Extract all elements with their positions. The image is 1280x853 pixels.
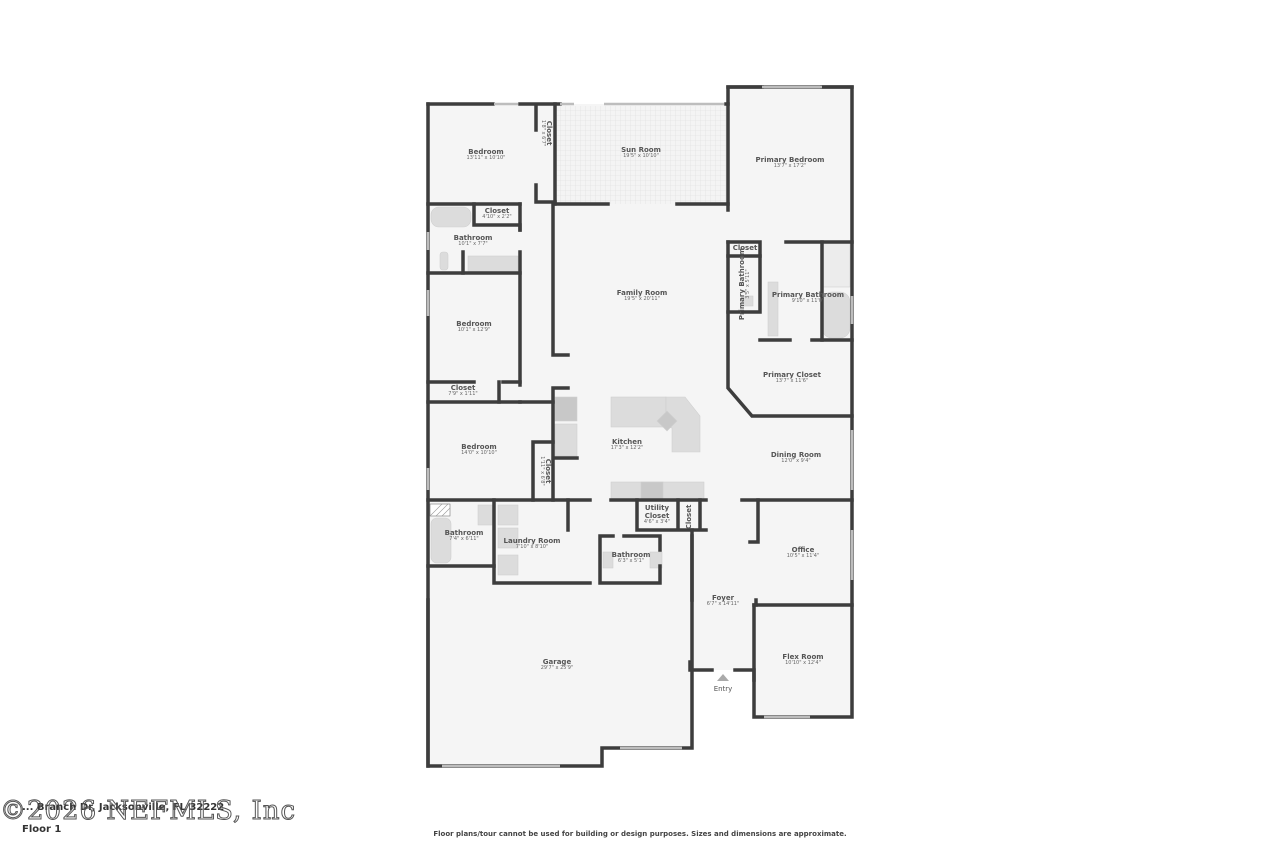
room-closet-nw: Closet 1'8" x 6'7" [539, 120, 553, 146]
room-bathroom-w: Bathroom 10'1" x 7'7" [454, 234, 493, 248]
walls [426, 85, 854, 768]
room-dimensions: 13'7" x 17'2" [773, 163, 807, 170]
room-bedroom-sw: Bedroom 14'0" x 10'10" [461, 443, 497, 457]
room-dining-room: Dining Room 12'0" x 9'4" [771, 451, 821, 465]
room-name: Primary Bathroom [771, 291, 845, 300]
copyright-watermark: ©2026 NEFMLS, Inc [0, 796, 297, 827]
room-dimensions: 7'10" x 8'10" [515, 544, 549, 551]
room-name: Dining Room [770, 451, 822, 460]
room-utility-closet: Utility Closet 4'6" x 3'4" [642, 504, 672, 526]
room-primary-bathroom-wc: Primary Bathroom 3'5" x 5'11" [738, 248, 752, 320]
room-dimensions: 7'4" x 6'11" [449, 536, 479, 543]
room-primary-closet-small: Closet [733, 244, 758, 252]
room-name: Garage [542, 658, 572, 667]
room-dimensions: 4'10" x 2'2" [482, 214, 512, 221]
room-dimensions: 19'5" x 10'10" [623, 153, 659, 160]
room-dimensions: 3'5" x 5'11" [745, 269, 752, 299]
room-kitchen: Kitchen 17'3" x 12'2" [611, 438, 644, 452]
sun-room-tile [556, 106, 726, 204]
room-dimensions: 13'11" x 10'10" [466, 155, 506, 162]
room-closet-sw: Closet 1'11" x 6'8" [538, 456, 552, 485]
room-name: Primary Closet [762, 371, 822, 380]
room-foyer: Foyer 6'7" x 14'11" [707, 594, 740, 608]
room-name: Office [791, 546, 815, 555]
room-flex-room: Flex Room 10'10" x 12'4" [782, 653, 823, 667]
room-closet-foyer: Closet [685, 505, 693, 530]
room-dimensions: 12'0" x 9'4" [781, 458, 811, 465]
room-dimensions: 14'0" x 10'10" [461, 450, 497, 457]
room-garage: Garage 29'7" x 25'9" [541, 658, 574, 672]
room-bathroom-half: Bathroom 6'3" x 5'1" [612, 551, 651, 565]
room-name: Primary Bedroom [755, 156, 825, 165]
room-dimensions: 1'8" x 6'7" [539, 119, 546, 147]
room-bedroom-nw: Bedroom 13'11" x 10'10" [467, 148, 506, 162]
room-closet-mid: Closet 7'9" x 1'11" [448, 384, 477, 398]
room-name: Kitchen [611, 438, 643, 447]
room-bathroom-sw: Bathroom 7'4" x 6'11" [445, 529, 484, 543]
room-name: Closet [684, 504, 693, 530]
room-dimensions: 9'10" x 11'0" [791, 298, 825, 305]
room-dimensions: 17'3" x 12'2" [610, 445, 644, 452]
room-dimensions: 1'11" x 6'8" [538, 456, 545, 486]
room-name: Bathroom [611, 551, 651, 560]
windows [426, 85, 854, 768]
room-dimensions: 4'6" x 3'4" [643, 519, 671, 526]
entry-label: Entry [713, 685, 733, 693]
room-name: Sun Room [621, 146, 661, 155]
room-dimensions: 19'5" x 20'11" [624, 296, 660, 303]
room-name: Bedroom [456, 320, 492, 329]
room-primary-bathroom: Primary Bathroom 9'10" x 11'0" [772, 291, 844, 305]
room-dimensions: 6'7" x 14'11" [706, 601, 740, 608]
disclaimer-text: Floor plans/tour cannot be used for buil… [433, 830, 847, 838]
room-dimensions: 10'5" x 11'4" [786, 553, 820, 560]
room-dimensions: 6'3" x 5'1" [617, 558, 645, 565]
room-primary-bedroom: Primary Bedroom 13'7" x 17'2" [756, 156, 825, 170]
room-name: Closet [484, 207, 510, 216]
room-family-room: Family Room 19'5" x 20'11" [617, 289, 668, 303]
address-label: ... Branch Dr, Jacksonville, FL 32222 [22, 802, 225, 813]
room-name: Bathroom [444, 529, 484, 538]
room-dimensions: 7'9" x 1'11" [448, 391, 478, 398]
entry-arrow-icon [717, 674, 729, 681]
room-dimensions: 10'10" x 12'4" [785, 660, 821, 667]
room-name: Closet [544, 120, 553, 146]
room-primary-closet: Primary Closet 13'7" x 11'6" [763, 371, 821, 385]
room-name: Foyer [711, 594, 735, 603]
room-name: Closet [543, 458, 552, 484]
room-name: Family Room [616, 289, 668, 298]
room-closet-bath: Closet 4'10" x 2'2" [482, 207, 511, 221]
room-name: Utility Closet [644, 504, 670, 521]
room-dimensions: 29'7" x 25'9" [540, 665, 574, 672]
room-dimensions: 13'7" x 11'6" [775, 378, 809, 385]
floor-label: Floor 1 [22, 824, 62, 835]
room-name: Laundry Room [503, 537, 561, 546]
room-name: Bedroom [468, 148, 504, 157]
room-name: Flex Room [782, 653, 824, 662]
room-dimensions: 10'1" x 12'9" [457, 327, 491, 334]
room-office: Office 10'5" x 11'4" [787, 546, 820, 560]
room-name: Bedroom [461, 443, 497, 452]
room-name: Closet [450, 384, 476, 393]
room-dimensions: 10'1" x 7'7" [458, 241, 488, 248]
room-sun-room: Sun Room 19'5" x 10'10" [621, 146, 661, 160]
fixtures [430, 206, 851, 576]
room-name: Closet [732, 243, 758, 252]
room-name: Bathroom [453, 234, 493, 243]
room-bedroom-mid: Bedroom 10'1" x 12'9" [456, 320, 491, 334]
room-laundry-room: Laundry Room 7'10" x 8'10" [504, 537, 561, 551]
